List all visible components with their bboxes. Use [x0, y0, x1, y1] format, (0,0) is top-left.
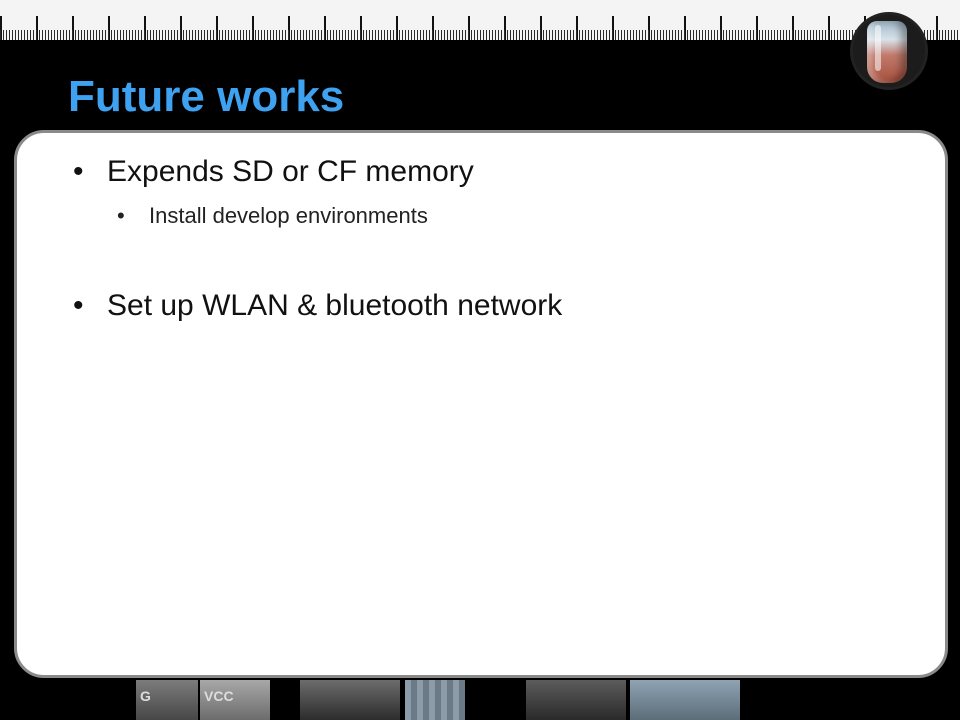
strip-image: G: [136, 680, 198, 720]
bullet-item: • Set up WLAN & bluetooth network: [73, 289, 562, 323]
bullet-dot-icon: •: [117, 203, 125, 228]
strip-image: [526, 680, 626, 720]
sub-bullet-item: • Install develop environments: [117, 203, 428, 229]
flask-glare: [875, 25, 881, 71]
strip-label: VCC: [204, 688, 234, 704]
strip-image: [405, 680, 465, 720]
strip-image: [300, 680, 400, 720]
bullet-dot-icon: •: [73, 155, 84, 188]
bullet-dot-icon: •: [73, 289, 84, 322]
ruler-decoration: [0, 0, 960, 44]
flask-logo-icon: [850, 12, 928, 90]
bullet-text: Expends SD or CF memory: [107, 155, 474, 188]
bullet-item: • Expends SD or CF memory: [73, 155, 474, 189]
strip-image: [630, 680, 740, 720]
ruler-band: [0, 40, 960, 44]
strip-image: VCC: [200, 680, 270, 720]
content-panel: • Expends SD or CF memory • Install develo…: [14, 130, 948, 678]
bullet-text: Set up WLAN & bluetooth network: [107, 289, 563, 322]
slide-title: Future works: [68, 72, 345, 121]
strip-label: G: [140, 688, 151, 704]
sub-bullet-text: Install develop environments: [149, 203, 428, 228]
flask-image: [867, 21, 907, 83]
